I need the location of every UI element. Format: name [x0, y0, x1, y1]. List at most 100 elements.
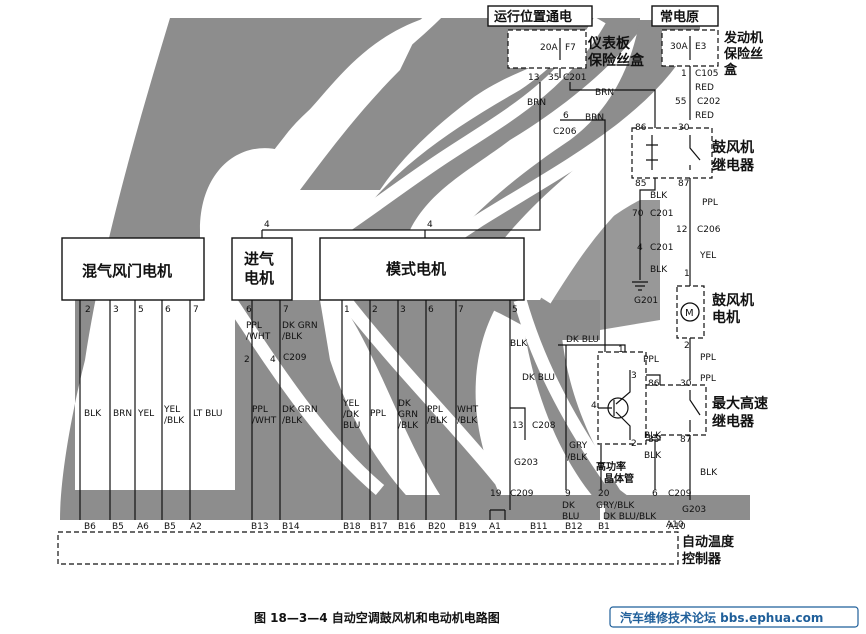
- svg-text:7: 7: [458, 305, 464, 315]
- conn-c201-b: C201: [650, 209, 673, 219]
- controller-pin-14: B12: [565, 522, 583, 532]
- motor-pin-2: 2: [684, 341, 690, 351]
- mix-door-motor-box: [61, 237, 205, 301]
- intake-motor-label-1: 进气: [244, 250, 274, 268]
- max-relay-box: [635, 384, 707, 436]
- svg-text:/BLK: /BLK: [398, 421, 419, 431]
- wire-blk-5: BLK: [700, 468, 718, 478]
- svg-text:PPL: PPL: [427, 405, 443, 415]
- svg-text:DK BLU/BLK: DK BLU/BLK: [603, 512, 657, 522]
- svg-text:/DK: /DK: [343, 410, 360, 420]
- svg-text:/WHT: /WHT: [252, 416, 277, 426]
- splice-pin-b: 4: [427, 220, 433, 230]
- wire-blk-4: BLK: [644, 451, 662, 461]
- svg-text:/BLK: /BLK: [282, 416, 303, 426]
- svg-text:C209: C209: [510, 489, 534, 499]
- wire-red-1: RED: [695, 83, 714, 93]
- svg-text:4: 4: [270, 355, 276, 365]
- pin-86: 86: [635, 123, 647, 133]
- blower-motor-label-1: 鼓风机: [712, 292, 754, 309]
- pin-87: 87: [678, 179, 689, 189]
- figure-caption: 图 18—3—4 自动空调鼓风机和电动机电路图: [254, 610, 500, 625]
- svg-text:5: 5: [138, 305, 144, 315]
- controller-pin-16: A10: [668, 522, 686, 532]
- fuse-e3-name: E3: [695, 42, 706, 52]
- svg-text:LT BLU: LT BLU: [193, 409, 222, 419]
- svg-text:PPL: PPL: [246, 321, 262, 331]
- pin-70: 70: [632, 209, 644, 219]
- wire-gry-1: GRY: [569, 441, 588, 451]
- splice-pin-a: 4: [264, 220, 270, 230]
- svg-text:3: 3: [400, 305, 406, 315]
- svg-text:DK GRN: DK GRN: [282, 321, 318, 331]
- controller-pin-12: A1: [489, 522, 501, 532]
- mode-motor-box: [319, 237, 525, 301]
- pin-55: 55: [675, 97, 686, 107]
- engine-fuse-label-2: 保险丝: [723, 46, 763, 62]
- motor-m-letter: M: [685, 308, 694, 319]
- svg-text:BLK: BLK: [84, 409, 102, 419]
- controller-pin-10: B20: [428, 522, 446, 532]
- svg-text:13: 13: [512, 421, 523, 431]
- controller-pin-15: B1: [598, 522, 610, 532]
- max-relay-label-2: 继电器: [712, 413, 755, 430]
- motor-pin-1: 1: [684, 269, 690, 279]
- conn-c105: C105: [695, 69, 718, 79]
- transistor-leads: [598, 370, 631, 440]
- controller-pin-1: B5: [112, 522, 124, 532]
- pin-30: 30: [678, 123, 690, 133]
- svg-text:/BLK: /BLK: [282, 332, 303, 342]
- svg-text:G203: G203: [514, 458, 538, 468]
- wire-dkblu-1: DK BLU: [566, 335, 599, 345]
- svg-text:BLK: BLK: [510, 339, 528, 349]
- blower-motor-symbol: [680, 302, 700, 322]
- conn-c202: C202: [697, 97, 720, 107]
- svg-text:7: 7: [193, 305, 199, 315]
- engine-fuse-label-1: 发动机: [723, 30, 763, 46]
- svg-text:2: 2: [372, 305, 378, 315]
- max-relay-label-1: 最大高速: [712, 395, 768, 412]
- svg-text:/BLK: /BLK: [164, 416, 185, 426]
- controller-pin-9: B16: [398, 522, 416, 532]
- controller-pin-3: B5: [164, 522, 176, 532]
- svg-text:C208: C208: [532, 421, 556, 431]
- temperature-controller-box: [57, 531, 679, 565]
- pin-85: 85: [635, 179, 646, 189]
- harness-labels: 2 3 5 6 7 BLK BRN YEL YEL /BLK LT BLU 6 …: [84, 305, 692, 530]
- svg-text:6: 6: [652, 489, 658, 499]
- harness-wires: [79, 300, 526, 520]
- controller-pin-0: B6: [84, 522, 96, 532]
- svg-text:GRY/BLK: GRY/BLK: [596, 501, 635, 511]
- controller-pin-13: B11: [530, 522, 548, 532]
- tr-pin-4: 4: [591, 401, 597, 411]
- ground-g203-b: G203: [682, 505, 706, 515]
- tr-pin-2: 2: [631, 439, 637, 449]
- mode-motor-label: 模式电机: [386, 260, 446, 278]
- watermark-box: [609, 606, 859, 628]
- const-power-header: [651, 5, 719, 27]
- max-relay-switch: [689, 390, 701, 432]
- wire-yel-1: YEL: [699, 251, 716, 261]
- svg-text:YEL: YEL: [342, 399, 359, 409]
- wire-blk-3: BLK: [644, 431, 662, 441]
- svg-text:GRN: GRN: [398, 410, 418, 420]
- svg-text:5: 5: [512, 305, 518, 315]
- svg-text:C209: C209: [668, 489, 692, 499]
- conn-c206: C206: [553, 127, 577, 137]
- pin-13: 13: [528, 73, 539, 83]
- svg-text:DK: DK: [398, 399, 412, 409]
- engine-fuse-label-3: 盒: [724, 62, 738, 78]
- pin-6: 6: [563, 111, 569, 121]
- svg-text:19: 19: [490, 489, 502, 499]
- controller-pin-2: A6: [137, 522, 149, 532]
- svg-text:1: 1: [344, 305, 350, 315]
- controller-label-2: 控制器: [682, 551, 722, 567]
- dash-fuse-label-2: 保险丝盒: [587, 52, 645, 69]
- wire-gry-2: /BLK: [567, 453, 588, 463]
- svg-text:WHT: WHT: [457, 405, 479, 415]
- max-pin-87: 87: [680, 435, 691, 445]
- svg-text:9: 9: [565, 489, 571, 499]
- svg-text:6: 6: [246, 305, 252, 315]
- controller-pin-5: B13: [251, 522, 269, 532]
